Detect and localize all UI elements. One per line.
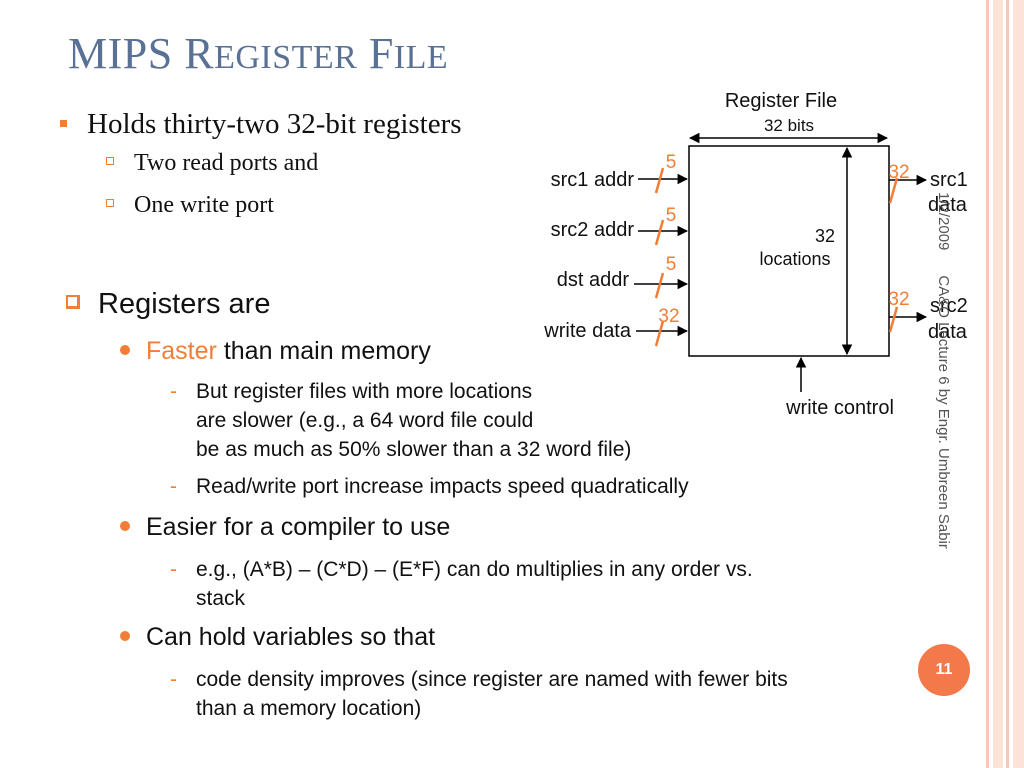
- sub-bullet-write-port: One write port: [106, 192, 274, 219]
- dst-bits: 5: [666, 254, 677, 275]
- dot-bullet-icon: [120, 631, 130, 642]
- write-control-label: write control: [785, 397, 894, 419]
- dash-bullet-icon: -: [170, 668, 177, 691]
- bullet-easier: Easier for a compiler to use: [120, 513, 450, 542]
- dst-bus-slash: [654, 272, 665, 299]
- decor-stripe-1: [986, 0, 989, 768]
- src2-bus-slash: [654, 219, 665, 246]
- hollow-square-bullet-icon: [106, 157, 114, 166]
- out2-bus-slash: [888, 306, 899, 333]
- src1-addr-label: src1 addr: [551, 169, 635, 191]
- dash-bullet-icon: -: [170, 475, 177, 498]
- src1-bus-slash: [654, 167, 665, 194]
- bullet-registers-are: Registers are: [66, 288, 270, 321]
- locations-label: locations: [759, 249, 830, 269]
- width-label: 32 bits: [764, 116, 814, 135]
- out1-bits: 32: [888, 162, 909, 183]
- dash-bullet-icon: -: [170, 558, 177, 581]
- detail-multiplies: - e.g., (A*B) – (C*D) – (E*F) can do mul…: [170, 555, 753, 613]
- bullet-hold-variables: Can hold variables so that: [120, 623, 435, 652]
- src2-addr-label: src2 addr: [551, 219, 635, 241]
- decor-stripe-3: [1006, 0, 1009, 768]
- sub-bullet-read-ports: Two read ports and: [106, 150, 318, 177]
- src1-data-label-line2: data: [928, 194, 968, 216]
- detail-more-locations: - But register files with more locations…: [170, 377, 631, 464]
- footer-vertical: 1/2/2009 CA&O Lecture 6 by Engr. Umbreen…: [935, 192, 952, 549]
- bullet-registers-count: Holds thirty-two 32-bit registers: [60, 108, 462, 141]
- checkbox-bullet-icon: [66, 295, 80, 310]
- square-bullet-icon: [60, 119, 67, 127]
- diagram-title: Register File: [725, 90, 837, 112]
- src1-bits: 5: [666, 152, 677, 173]
- src2-data-label-line2: data: [928, 321, 968, 343]
- hollow-square-bullet-icon: [106, 199, 114, 208]
- write-data-label: write data: [543, 320, 632, 342]
- src2-bits: 5: [666, 205, 677, 226]
- dot-bullet-icon: [120, 521, 130, 532]
- dot-bullet-icon: [120, 345, 130, 356]
- write-bits: 32: [658, 306, 679, 327]
- decor-stripe-4: [1013, 0, 1024, 768]
- detail-port-speed: -Read/write port increase impacts speed …: [170, 475, 689, 498]
- out1-bus-slash: [888, 177, 899, 204]
- locations-count: 32: [815, 226, 835, 246]
- slide-title: MIPS REGISTER FILE: [68, 29, 449, 78]
- src1-data-label-line1: src1: [930, 169, 968, 191]
- bullet-faster: Faster than main memory: [120, 337, 431, 366]
- decor-stripe-2: [993, 0, 1003, 768]
- dst-addr-label: dst addr: [557, 269, 630, 291]
- out2-bits: 32: [888, 289, 909, 310]
- dash-bullet-icon: -: [170, 380, 177, 403]
- register-file-box: [688, 145, 890, 357]
- page-number-badge: 11: [918, 644, 970, 696]
- src2-data-label-line1: src2: [930, 295, 968, 317]
- write-bus-slash: [654, 320, 665, 347]
- detail-code-density: - code density improves (since register …: [170, 665, 788, 723]
